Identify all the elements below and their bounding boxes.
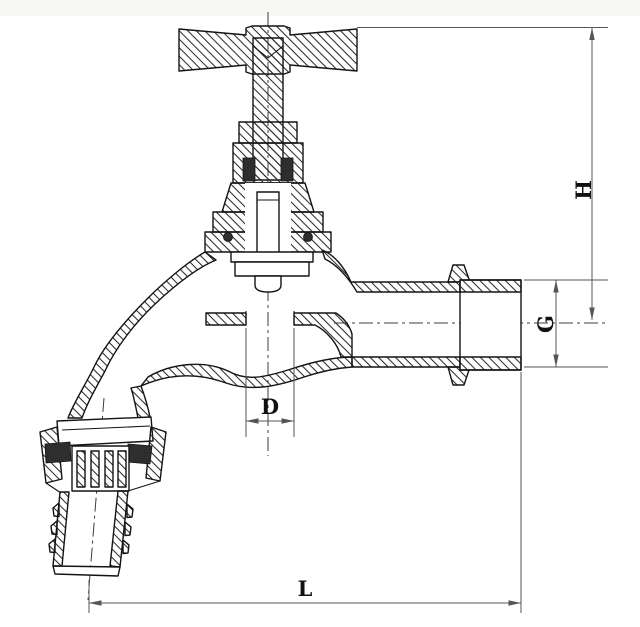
d-arrow-left (246, 418, 259, 424)
g-arrow-down (553, 354, 559, 367)
valve-disc (230, 251, 314, 293)
strainer-bars (76, 450, 127, 488)
dimension-label-l: L (298, 576, 313, 601)
barb (124, 521, 132, 537)
l-arrow-left (89, 600, 102, 606)
barb (50, 520, 58, 536)
disc-plate-upper (230, 251, 314, 263)
disc-plate-lower (234, 261, 310, 277)
spout-neck-right-wall (130, 385, 151, 419)
h-arrow-up (589, 27, 595, 40)
barb (122, 539, 130, 555)
gland-cap-nut (238, 121, 298, 144)
dimension-d: D (245, 328, 295, 437)
strainer-bar (76, 450, 86, 488)
g-arrow-up (553, 280, 559, 293)
thread-end-outline (459, 279, 522, 371)
thread-end-bottom-wall (459, 356, 522, 371)
dimension-l: L (88, 372, 522, 613)
body-left-wall (67, 251, 217, 419)
outlet-assembly (39, 416, 167, 577)
dimension-h: H (357, 27, 608, 320)
top-band (0, 0, 640, 16)
disc-washer (254, 275, 282, 293)
barb (126, 503, 134, 519)
spindle-tip (256, 191, 280, 254)
packing-seal-left (242, 157, 256, 182)
outlet-flange-plate (56, 416, 154, 447)
bonnet-screw-left (223, 232, 233, 242)
outlet-gasket-right (126, 443, 153, 465)
nut-taper-right (127, 480, 161, 492)
outlet-flange-inner-line (61, 425, 151, 431)
hose-barbs (48, 502, 134, 555)
inlet-pipe-end (447, 264, 522, 386)
strainer-bar (90, 450, 100, 488)
barb (52, 502, 60, 518)
nut-taper-left (45, 482, 62, 494)
l-arrow-right (508, 600, 521, 606)
d-arrow-right (281, 418, 294, 424)
dimension-label-h: H (571, 180, 596, 200)
strainer-bar (117, 450, 127, 488)
barb (48, 538, 56, 554)
outlet-gasket-left (44, 441, 72, 464)
seat-partition-left (205, 312, 247, 326)
centerlines (87, 12, 608, 601)
dimension-label-g: G (533, 315, 558, 333)
h-arrow-down (589, 307, 595, 320)
dimension-label-d: D (261, 394, 279, 419)
seat-partition-right (293, 312, 353, 358)
bonnet-screw-right (303, 232, 313, 242)
packing-seal-right (280, 157, 294, 182)
dimension-g: G (524, 279, 608, 368)
strainer-bar (104, 450, 114, 488)
thread-end-top-wall (459, 279, 522, 293)
stem-top-notch (252, 45, 284, 59)
bonnet-assembly (204, 121, 332, 254)
inlet-pipe-bottom-wall (351, 356, 461, 368)
hose-tail-end-rim (52, 565, 121, 577)
body-top-wall (321, 249, 461, 293)
